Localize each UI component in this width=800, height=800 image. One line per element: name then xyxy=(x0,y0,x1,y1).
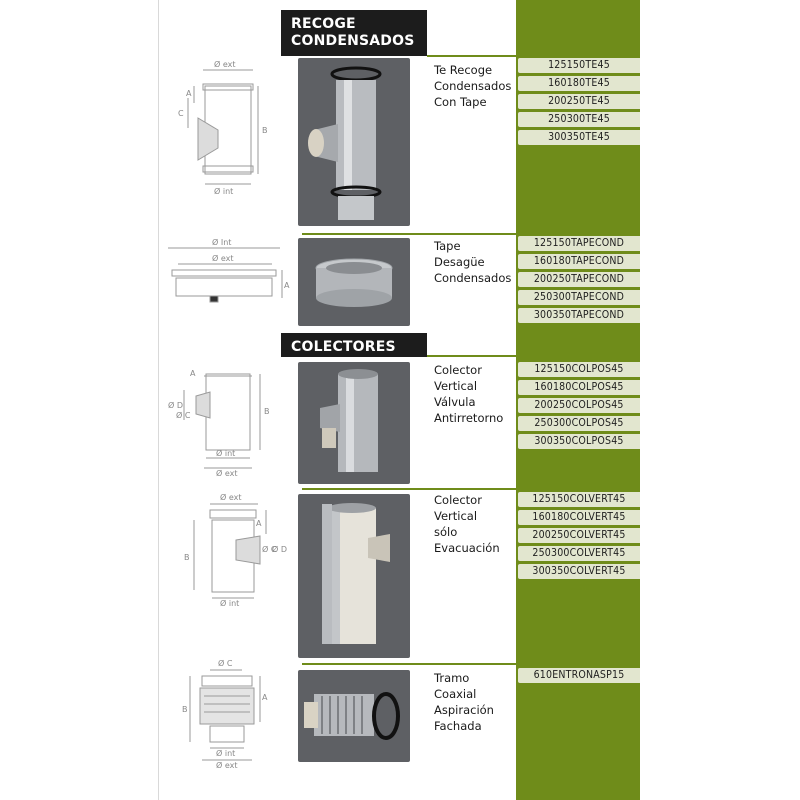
product-code: 125150TAPECOND xyxy=(518,236,640,251)
item-separator xyxy=(302,233,516,235)
dim-label: Ø int xyxy=(214,186,233,196)
product-code: 125150COLPOS45 xyxy=(518,362,640,377)
dim-label: C xyxy=(178,109,184,118)
dim-label: Ø int xyxy=(216,448,235,458)
section-rule xyxy=(427,355,516,357)
product-name-line: Colector xyxy=(434,493,482,507)
technical-drawing-colector-evacuacion: Ø ext A B Ø C Ø D Ø int xyxy=(170,490,290,610)
product-name-tape: Tape Desagüe Condensados xyxy=(434,238,520,286)
dim-label: B xyxy=(262,126,268,135)
dim-label: Ø D xyxy=(168,400,183,410)
product-photo-te-recoge xyxy=(298,58,410,226)
product-code: 200250COLPOS45 xyxy=(518,398,640,413)
dim-label: B xyxy=(264,407,270,416)
product-code: 160180TAPECOND xyxy=(518,254,640,269)
dim-label: A xyxy=(190,369,196,378)
dim-label: Ø ext xyxy=(212,253,234,263)
dim-label: Ø Int xyxy=(212,237,231,247)
product-code: 250300TE45 xyxy=(518,112,640,127)
product-name-line: Condensados xyxy=(434,271,512,285)
product-name-line: Condensados xyxy=(434,79,512,93)
dim-label: A xyxy=(262,693,268,702)
dim-label: B xyxy=(182,705,188,714)
product-code: 160180TE45 xyxy=(518,76,640,91)
product-code: 300350COLPOS45 xyxy=(518,434,640,449)
dim-label: Ø D xyxy=(272,544,287,554)
dim-label: B xyxy=(184,553,190,562)
product-name-line: Coaxial xyxy=(434,687,477,701)
product-code: 250300TAPECOND xyxy=(518,290,640,305)
section-title-line: COLECTORES xyxy=(291,339,396,355)
product-name-line: Fachada xyxy=(434,719,482,733)
product-name-colector-valvula: Colector Vertical Válvula Antirretorno xyxy=(434,362,520,426)
product-code: 300350TE45 xyxy=(518,130,640,145)
product-name-line: Con Tape xyxy=(434,95,487,109)
product-code: 125150COLVERT45 xyxy=(518,492,640,507)
dim-label: Ø ext xyxy=(216,760,238,770)
product-code: 200250TAPECOND xyxy=(518,272,640,287)
dim-label: Ø int xyxy=(216,748,235,758)
page-margin-line xyxy=(158,0,159,800)
product-code: 125150TE45 xyxy=(518,58,640,73)
section-title-line: CONDENSADOS xyxy=(291,33,415,49)
product-code: 300350TAPECOND xyxy=(518,308,640,323)
dim-label: Ø ext xyxy=(220,492,242,502)
product-photo-tramo-coaxial xyxy=(298,670,410,762)
technical-drawing-colector-valvula: A Ø D Ø C B Ø int Ø ext xyxy=(168,362,278,482)
item-separator xyxy=(302,663,516,665)
product-name-line: Vertical xyxy=(434,379,478,393)
item-separator xyxy=(302,488,516,490)
dim-label: Ø ext xyxy=(214,59,236,69)
product-code: 200250TE45 xyxy=(518,94,640,109)
product-name-line: Vertical xyxy=(434,509,478,523)
technical-drawing-te-recoge: Ø ext Ø int C A B xyxy=(168,58,278,208)
section-header-recoge-condensados: RECOGE CONDENSADOS xyxy=(281,10,427,56)
code-list-te-recoge: 125150TE45 160180TE45 200250TE45 250300T… xyxy=(518,58,640,148)
product-code: 200250COLVERT45 xyxy=(518,528,640,543)
dim-label: Ø int xyxy=(220,598,239,608)
product-code: 160180COLPOS45 xyxy=(518,380,640,395)
product-name-line: Tramo xyxy=(434,671,470,685)
section-rule xyxy=(427,55,516,57)
code-list-tape: 125150TAPECOND 160180TAPECOND 200250TAPE… xyxy=(518,236,640,326)
product-name-line: Desagüe xyxy=(434,255,485,269)
product-code: 160180COLVERT45 xyxy=(518,510,640,525)
product-code: 250300COLPOS45 xyxy=(518,416,640,431)
product-name-line: Te Recoge xyxy=(434,63,493,77)
product-name-line: Tape xyxy=(434,239,461,253)
technical-drawing-tramo-coaxial: Ø C B A Ø int Ø ext xyxy=(176,656,276,770)
code-list-tramo-coaxial: 610ENTRONASP15 xyxy=(518,668,640,686)
product-name-colector-evacuacion: Colector Vertical sólo Evacuación xyxy=(434,492,520,556)
dim-label: Ø C xyxy=(218,658,233,668)
dim-label: Ø ext xyxy=(216,468,238,478)
product-name-line: Aspiración xyxy=(434,703,494,717)
product-code: 610ENTRONASP15 xyxy=(518,668,640,683)
product-name-line: Válvula xyxy=(434,395,476,409)
product-name-line: Evacuación xyxy=(434,541,500,555)
product-code: 300350COLVERT45 xyxy=(518,564,640,579)
code-list-colector-evacuacion: 125150COLVERT45 160180COLVERT45 200250CO… xyxy=(518,492,640,582)
product-photo-colector-valvula xyxy=(298,362,410,484)
dim-label: A xyxy=(256,519,262,528)
dim-label: Ø C xyxy=(176,410,191,420)
product-name-line: Antirretorno xyxy=(434,411,504,425)
dim-label: A xyxy=(186,89,192,98)
product-name-line: Colector xyxy=(434,363,482,377)
dim-label: Ø C xyxy=(262,544,277,554)
product-name-te-recoge: Te Recoge Condensados Con Tape xyxy=(434,62,520,110)
section-title-line: RECOGE xyxy=(291,16,356,32)
code-list-colector-valvula: 125150COLPOS45 160180COLPOS45 200250COLP… xyxy=(518,362,640,452)
technical-drawing-tape: Ø Int Ø ext A xyxy=(160,236,290,316)
product-name-line: sólo xyxy=(434,525,458,539)
product-photo-tape xyxy=(298,238,410,326)
product-code: 250300COLVERT45 xyxy=(518,546,640,561)
product-name-tramo-coaxial: Tramo Coaxial Aspiración Fachada xyxy=(434,670,520,734)
dim-label: A xyxy=(284,281,290,290)
section-header-colectores: COLECTORES xyxy=(281,333,427,357)
product-photo-colector-evacuacion xyxy=(298,494,410,658)
